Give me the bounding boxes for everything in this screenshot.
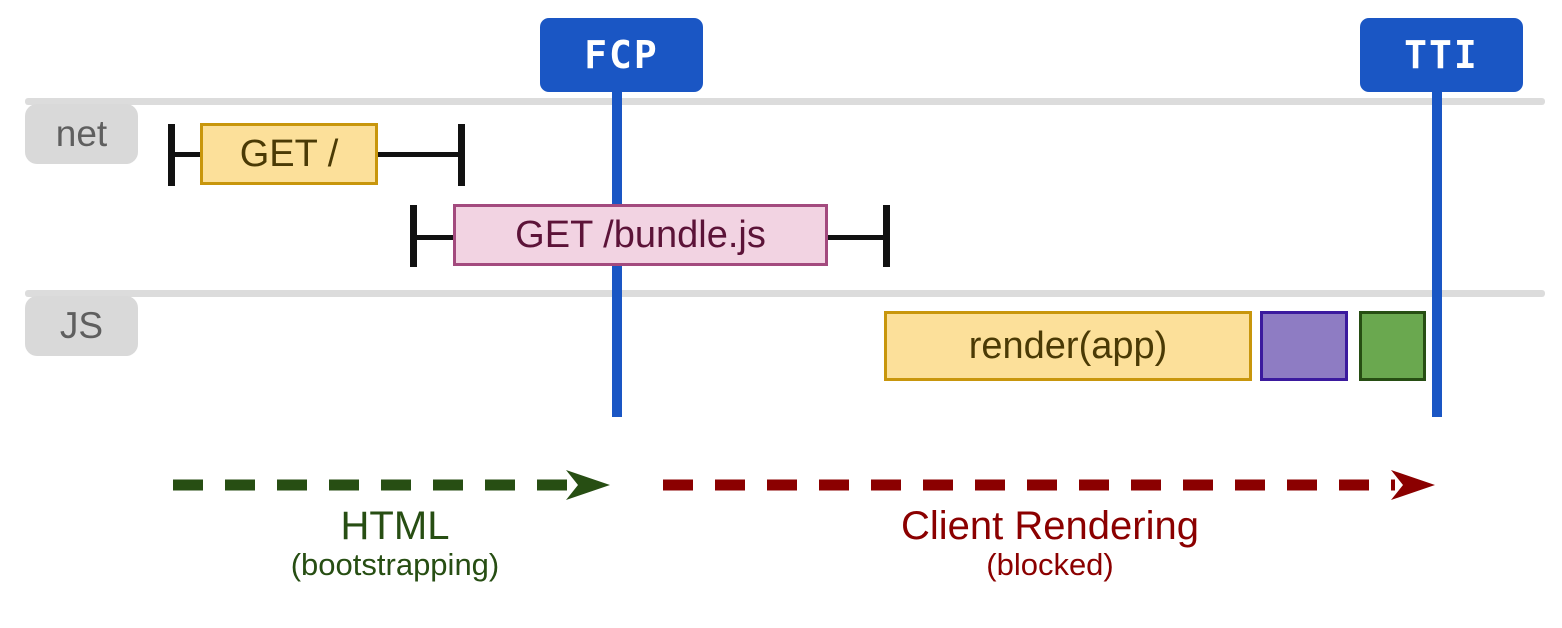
- html-phase-label-sub: (bootstrapping): [290, 547, 500, 583]
- task-render-app[interactable]: render(app): [884, 311, 1252, 381]
- lane-label-net: net: [25, 104, 138, 164]
- get-bundle-whisker-cap-right: [883, 205, 890, 267]
- lane-label-js: JS: [25, 296, 138, 356]
- task-get-bundle[interactable]: GET /bundle.js: [453, 204, 828, 266]
- lane-label-net-text: net: [55, 113, 108, 154]
- html-phase-label-main: HTML: [340, 504, 450, 548]
- task-js-purple[interactable]: [1260, 311, 1348, 381]
- task-render-app-label: render(app): [968, 324, 1168, 367]
- tti-marker-line: [1432, 80, 1442, 417]
- client-rendering-label-sub: (blocked): [986, 547, 1114, 583]
- task-get-root-label: GET /: [239, 132, 339, 175]
- get-bundle-whisker-cap-left: [410, 205, 417, 267]
- html-phase-label: HTML (bootstrapping): [210, 504, 580, 583]
- fcp-marker-label: FCP: [584, 33, 659, 77]
- tti-marker-badge: TTI: [1360, 18, 1523, 92]
- html-phase-arrowhead: [566, 470, 610, 500]
- lane-rule-js: [25, 290, 1545, 297]
- task-get-bundle-label: GET /bundle.js: [515, 213, 766, 256]
- client-rendering-arrowhead: [1391, 470, 1435, 500]
- task-get-root[interactable]: GET /: [200, 123, 378, 185]
- client-rendering-phase-label: Client Rendering (blocked): [700, 504, 1400, 583]
- lane-label-js-text: JS: [59, 305, 104, 346]
- client-rendering-phase-arrow: [663, 470, 1435, 500]
- task-js-green[interactable]: [1359, 311, 1426, 381]
- client-rendering-label-main: Client Rendering: [901, 504, 1199, 548]
- get-root-whisker-cap-left: [168, 124, 175, 186]
- get-root-whisker-cap-right: [458, 124, 465, 186]
- fcp-marker-badge: FCP: [540, 18, 703, 92]
- html-phase-arrow: [173, 470, 610, 500]
- tti-marker-label: TTI: [1404, 33, 1479, 77]
- lane-rule-net: [25, 98, 1545, 105]
